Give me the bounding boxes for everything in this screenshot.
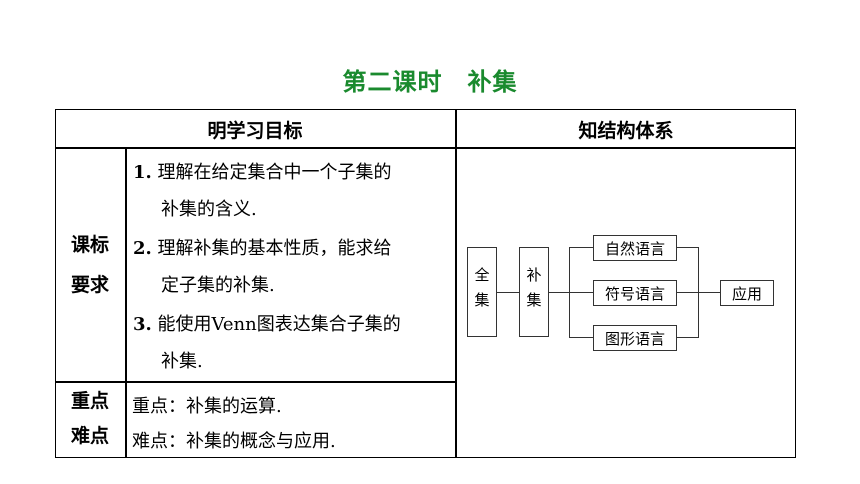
requirement-3: 3. 能使用Venn图表达集合子集的 补集. [133, 314, 401, 372]
connector [569, 337, 593, 339]
connector [677, 292, 699, 294]
box-graphic-language: 图形语言 [593, 325, 677, 351]
key-point: 重点：补集的运算. [132, 396, 282, 417]
connector [497, 292, 519, 294]
difficult-point: 难点：补集的概念与应用. [132, 431, 336, 452]
requirement-2: 2. 理解补集的基本性质，能求给 定子集的补集. [133, 238, 392, 296]
page-title: 第二课时 补集 [342, 67, 518, 96]
connector [677, 337, 699, 339]
connector [698, 292, 720, 294]
box-symbolic-language: 符号语言 [593, 280, 677, 306]
connector [569, 247, 593, 249]
connector [549, 292, 569, 294]
table-divider [55, 147, 796, 149]
connector [569, 292, 593, 294]
box-complement: 补集 [519, 247, 549, 337]
box-application: 应用 [720, 280, 774, 306]
header-learning-goals: 明学习目标 [207, 120, 303, 142]
table-divider [55, 381, 456, 383]
label-curriculum: 课标 要求 [70, 234, 109, 296]
header-knowledge-structure: 知结构体系 [578, 120, 674, 142]
connector [677, 247, 699, 249]
objectives-table [55, 109, 796, 458]
table-divider [125, 147, 127, 458]
requirement-1: 1. 理解在给定集合中一个子集的 补集的含义. [133, 162, 392, 220]
table-divider [455, 109, 457, 458]
label-key-difficult: 重点 难点 [70, 390, 109, 447]
box-natural-language: 自然语言 [593, 235, 677, 261]
box-universal-set: 全集 [467, 247, 497, 337]
